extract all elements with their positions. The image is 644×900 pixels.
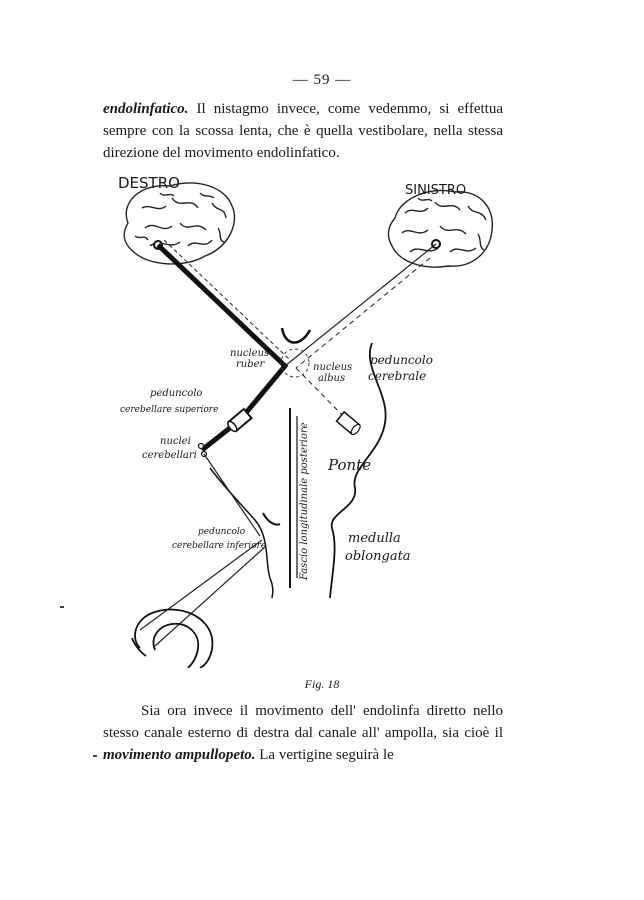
scan-speck	[93, 755, 97, 757]
page-number: — 59 —	[292, 72, 352, 88]
paragraph-bottom-text-2: La vertigine seguirà le	[255, 747, 394, 763]
label-peduncolo-cerebrale-1: peduncolo	[370, 353, 433, 367]
scan-speck	[60, 606, 64, 608]
label-ped-sup-2: cerebellare superiore	[120, 405, 218, 415]
peduncle-cylinder-left	[227, 407, 253, 433]
brainstem-outline-right	[329, 342, 387, 599]
figure-18: DESTRO SINISTRO nucleus ruber nucleus al…	[100, 168, 520, 669]
emphasis-lead: endolinfatico.	[103, 101, 189, 117]
nucleus-ruber-marker	[280, 348, 310, 378]
label-nucleus-ruber-1: nucleus	[230, 348, 269, 359]
peduncle-cylinder-right	[335, 410, 361, 436]
pathway-nuclei-down	[203, 453, 261, 537]
dashed-pathway-left	[295, 257, 431, 369]
pathway-to-labyrinth-1	[139, 539, 263, 631]
label-nucleus-albus-1: nucleus	[313, 362, 352, 373]
paragraph-top-text: Il nistagmo invece, come vedemmo, si eff…	[103, 101, 503, 161]
paragraph-bottom-text-1: Sia ora invece il movimento dell' endoli…	[103, 703, 503, 741]
label-destro: DESTRO	[118, 174, 180, 192]
thin-pathway-left	[284, 243, 437, 367]
pathway-to-labyrinth-2	[154, 545, 267, 647]
paragraph-top: endolinfatico. Il nistagmo invece, come …	[103, 98, 503, 164]
label-ped-inf-1: peduncolo	[198, 527, 246, 537]
dashed-pathway-right	[163, 239, 291, 361]
brain-right-icon	[123, 182, 236, 265]
label-nuclei-2: cerebellari	[142, 450, 197, 461]
label-ped-inf-2: cerebellare inferiore	[172, 541, 266, 551]
dashed-crossing	[295, 367, 351, 424]
label-fascio: Fascio longitudinale posteriore	[299, 422, 310, 581]
label-nucleus-albus-2: albus	[318, 373, 345, 384]
anatomical-diagram: DESTRO SINISTRO nucleus ruber nucleus al…	[118, 174, 494, 669]
label-medulla-1: medulla	[348, 531, 401, 546]
brain-left-icon	[387, 189, 494, 268]
label-ped-sup-1: peduncolo	[150, 388, 202, 399]
heavy-pathway	[156, 243, 289, 452]
inferior-peduncle-hook	[262, 512, 281, 526]
label-peduncolo-cerebrale-2: cerebrale	[368, 369, 426, 383]
label-nucleus-ruber-2: ruber	[236, 359, 266, 370]
midbrain-notch	[280, 327, 312, 344]
label-sinistro: SINISTRO	[405, 183, 466, 198]
semicircular-canal-icon	[131, 608, 214, 669]
emphasis-ampullopeto: movimento ampullopeto.	[103, 747, 256, 763]
label-nuclei-1: nuclei	[160, 436, 191, 447]
label-medulla-2: oblongata	[345, 549, 411, 564]
paragraph-bottom: Sia ora invece il movimento dell' endoli…	[103, 700, 503, 766]
figure-caption: Fig. 18	[304, 677, 340, 691]
label-ponte: Ponte	[327, 456, 371, 474]
cerebellar-nucleus-1	[197, 442, 205, 450]
